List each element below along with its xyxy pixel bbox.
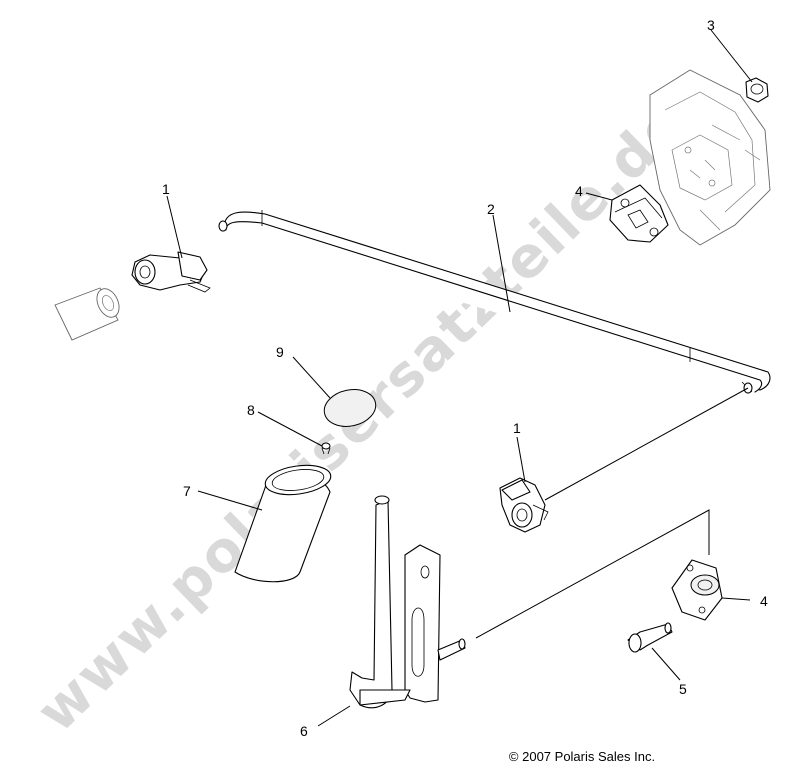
clamp-left bbox=[131, 251, 211, 293]
callout-stabilizer-bar: 2 bbox=[487, 201, 495, 217]
stabilizer-bar bbox=[218, 210, 771, 394]
callout-pedal-lever: 6 bbox=[300, 723, 308, 739]
callout-clamp-left: 1 bbox=[162, 181, 170, 197]
clamp-right bbox=[499, 477, 549, 533]
leader-lines bbox=[166, 29, 753, 727]
callout-labels: 1 2 3 4 4 5 6 7 8 9 1 bbox=[162, 17, 768, 739]
callout-nut: 3 bbox=[707, 17, 715, 33]
pedal-lever bbox=[349, 495, 466, 709]
callout-bushing-lower: 4 bbox=[760, 593, 768, 609]
cap bbox=[323, 389, 377, 427]
callout-pedal-boot: 7 bbox=[183, 483, 191, 499]
copyright-notice: © 2007 Polaris Sales Inc. bbox=[509, 749, 655, 764]
callout-cap: 9 bbox=[276, 344, 284, 360]
pedal-boot bbox=[234, 464, 332, 583]
bolt bbox=[627, 622, 673, 653]
callout-bushing-upper: 4 bbox=[575, 183, 583, 199]
callout-bolt: 5 bbox=[679, 681, 687, 697]
callout-clamp-right: 1 bbox=[513, 420, 521, 436]
axle-shaft-ghost bbox=[54, 287, 120, 341]
bushing-upper bbox=[609, 184, 669, 243]
frame-bracket-ghost bbox=[649, 69, 771, 246]
bushing-lower bbox=[671, 559, 723, 621]
nut bbox=[745, 77, 769, 103]
callout-small-screw: 8 bbox=[247, 402, 255, 418]
